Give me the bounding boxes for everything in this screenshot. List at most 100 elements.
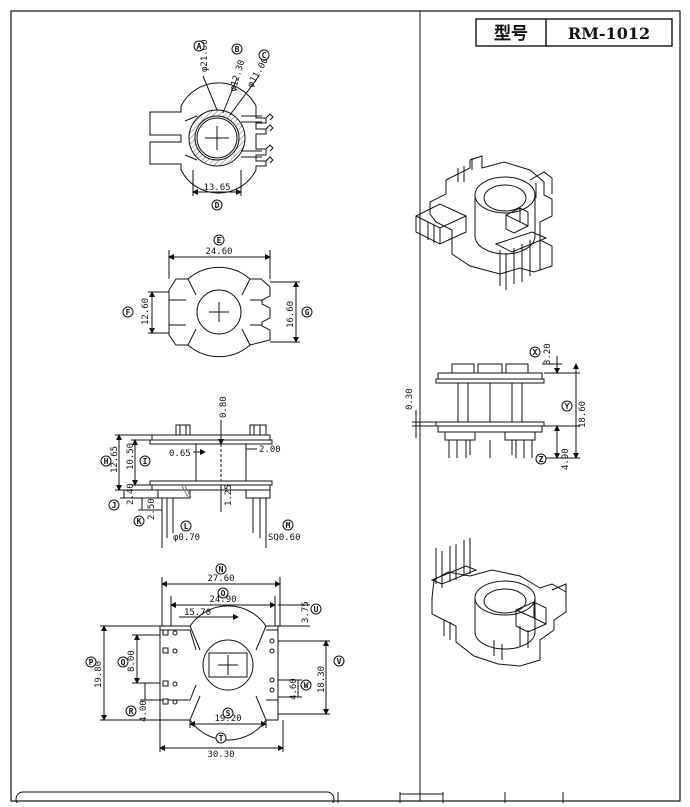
sheet-border xyxy=(10,10,681,802)
model-number: RM-1012 xyxy=(568,24,650,43)
marker-r: R xyxy=(125,705,137,717)
marker-z: Z xyxy=(535,453,547,465)
svg-text:Y: Y xyxy=(565,402,570,411)
dim-side-right: 2.00 xyxy=(259,445,281,455)
dim-pin-diameter: φ0.70 xyxy=(173,533,200,543)
svg-text:H: H xyxy=(104,457,109,466)
side-view-labels: 0.80 0.65 2.00 12.65 10.50 2.40 2.50 1.2… xyxy=(100,396,301,543)
dim-front-total: 18.60 xyxy=(578,401,588,428)
side-view xyxy=(115,420,273,548)
marker-b: B xyxy=(231,43,243,55)
dim-front-left: 0.30 xyxy=(405,388,415,410)
svg-text:O: O xyxy=(221,589,226,598)
svg-text:S: S xyxy=(226,709,231,718)
svg-text:E: E xyxy=(217,236,222,245)
dim-d1: φ12.30 xyxy=(228,59,247,93)
svg-text:Q: Q xyxy=(121,658,126,667)
marker-a: A xyxy=(193,40,205,52)
dim-bottom-left-height: 12.60 xyxy=(141,298,151,325)
dim-side-b1: 2.40 xyxy=(126,483,136,505)
svg-text:A: A xyxy=(197,42,202,51)
marker-t: T xyxy=(215,732,227,744)
svg-text:K: K xyxy=(137,517,142,526)
marker-q: Q xyxy=(117,656,129,668)
marker-f: F xyxy=(122,306,134,318)
marker-s: S xyxy=(222,707,234,719)
top-view xyxy=(149,75,274,196)
marker-h: H xyxy=(100,455,112,467)
dim-front-bottom: 4.90 xyxy=(561,448,571,470)
title-block-label: 型号 xyxy=(494,23,528,44)
dim-side-gap: 0.65 xyxy=(169,449,191,459)
dim-fp-right-top: 3.75 xyxy=(301,601,311,623)
dim-d3: φ21.00 xyxy=(200,39,210,72)
footprint-view-labels: 27.60 24.90 15.70 3.75 19.80 8.00 4.00 1… xyxy=(85,563,345,760)
svg-text:P: P xyxy=(89,658,94,667)
svg-text:L: L xyxy=(184,522,189,531)
isometric-view-top xyxy=(415,155,553,290)
dim-fp-w1: 27.60 xyxy=(207,574,234,584)
dim-fp-inner-height: 8.00 xyxy=(127,650,137,672)
dim-bottom-right-height: 16.60 xyxy=(286,301,296,328)
svg-text:C: C xyxy=(262,51,267,60)
svg-text:Z: Z xyxy=(539,455,544,464)
dim-side-inner-height: 10.50 xyxy=(126,443,136,470)
marker-e: E xyxy=(213,234,225,246)
dim-pin-square: SQ0.60 xyxy=(268,533,301,543)
svg-text:F: F xyxy=(126,308,131,317)
dim-side-top: 0.80 xyxy=(219,396,229,418)
svg-text:I: I xyxy=(143,457,148,466)
dim-side-outer-height: 12.65 xyxy=(110,446,120,473)
svg-text:X: X xyxy=(533,348,538,357)
marker-l: L xyxy=(180,520,192,532)
svg-text:R: R xyxy=(129,707,134,716)
dim-fp-pitch: 4.00 xyxy=(139,700,149,722)
dim-fp-w2: 24.90 xyxy=(209,595,236,605)
bottom-view xyxy=(148,250,300,358)
marker-k: K xyxy=(133,515,145,527)
marker-n: N xyxy=(215,563,227,575)
marker-y: Y xyxy=(561,400,573,412)
svg-text:D: D xyxy=(215,201,220,210)
svg-text:U: U xyxy=(314,605,319,614)
dim-side-b2: 2.50 xyxy=(147,498,157,520)
dim-fp-bottom-outer: 30.30 xyxy=(207,750,234,760)
marker-o: O xyxy=(217,587,229,599)
marker-m: M xyxy=(282,519,294,531)
marker-v: V xyxy=(333,655,345,667)
marker-i: I xyxy=(139,455,151,467)
marker-c: C xyxy=(258,49,270,61)
dim-fp-small: 4.60 xyxy=(289,678,299,700)
dim-bottom-width: 24.60 xyxy=(205,247,232,257)
svg-text:T: T xyxy=(219,734,224,743)
bottom-view-labels: 24.60 12.60 16.60 E F G xyxy=(122,234,313,328)
dim-front-top: 3.20 xyxy=(543,343,553,365)
dim-side-mid: 1.25 xyxy=(224,484,234,506)
dim-fp-right-height: 18.30 xyxy=(317,666,327,693)
svg-text:M: M xyxy=(286,521,291,530)
marker-d: D xyxy=(211,199,223,211)
footprint-view xyxy=(100,577,330,752)
svg-text:B: B xyxy=(235,45,240,54)
dim-d2: φ11.00 xyxy=(246,56,271,89)
dim-fp-inner: 15.70 xyxy=(184,608,211,618)
marker-p: P xyxy=(85,656,97,668)
title-block: 型号 RM-1012 xyxy=(475,18,673,47)
marker-g: G xyxy=(301,306,313,318)
dim-fp-bottom-inner: 19.20 xyxy=(214,714,241,724)
svg-text:N: N xyxy=(219,565,224,574)
isometric-view-bottom xyxy=(430,538,567,667)
svg-text:G: G xyxy=(305,308,310,317)
marker-w: W xyxy=(300,679,312,691)
marker-u: U xyxy=(310,603,322,615)
front-view-labels: 3.20 18.60 4.90 0.30 X Y Z xyxy=(405,343,588,470)
marker-x: X xyxy=(529,346,541,358)
svg-text:V: V xyxy=(337,657,342,666)
front-view xyxy=(412,356,580,459)
dim-fp-left-height: 19.80 xyxy=(94,661,104,688)
svg-text:J: J xyxy=(112,501,117,510)
marker-j: J xyxy=(108,499,120,511)
dim-top-width: 13.65 xyxy=(203,183,230,193)
